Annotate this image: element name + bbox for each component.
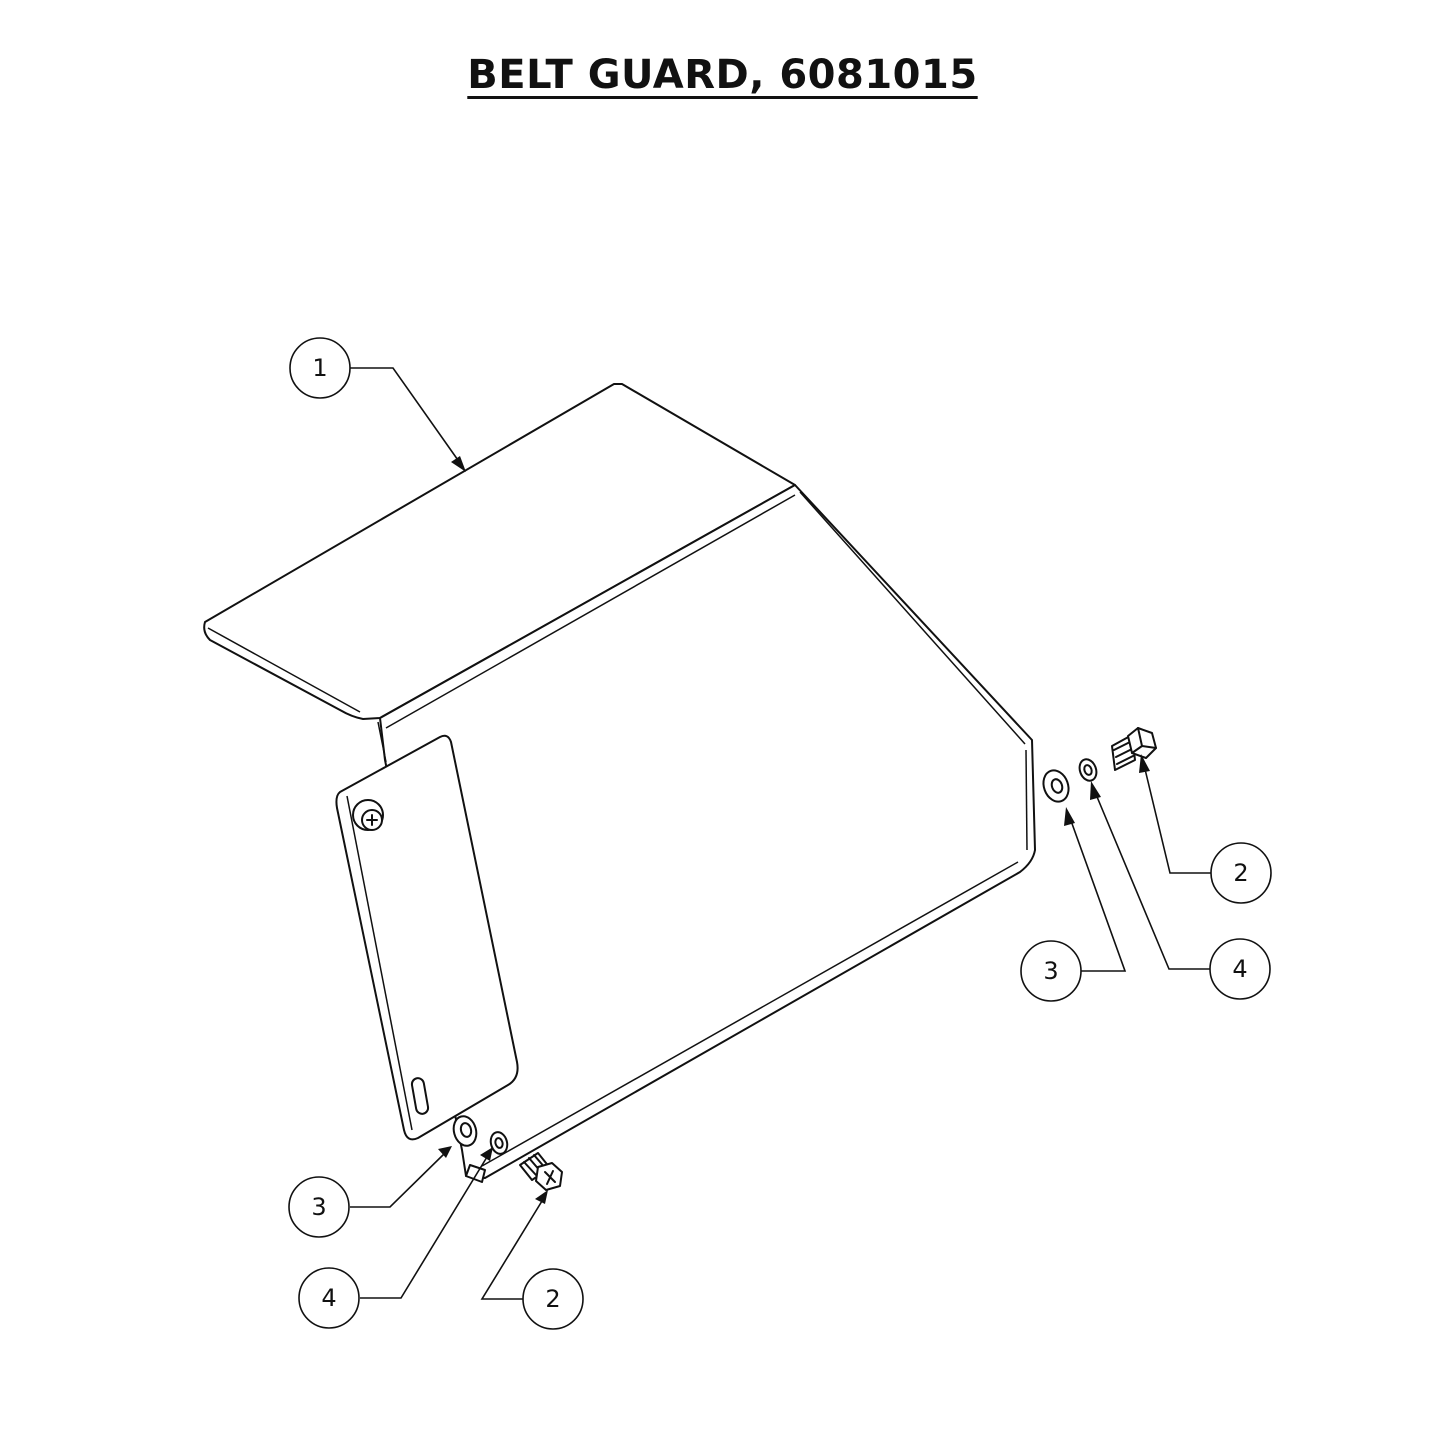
- hex-bolt-bottom-icon: [519, 1152, 563, 1191]
- callout-number: 4: [321, 1284, 336, 1312]
- bottom-hardware: [452, 1115, 563, 1191]
- callout-bubble-4-bottom: 4: [298, 1267, 360, 1329]
- cover-slot: [410, 1077, 430, 1115]
- callout-number: 4: [1232, 955, 1247, 983]
- callout-bubble-4-right: 4: [1209, 938, 1271, 1000]
- flat-washer-right-icon: [1042, 769, 1070, 803]
- callout-bubble-2-bottom: 2: [522, 1268, 584, 1330]
- callout-number: 3: [311, 1193, 326, 1221]
- callout-bubble-1: 1: [289, 337, 351, 399]
- cover-bolt-icon: [352, 799, 384, 831]
- callout-bubble-2-right: 2: [1210, 842, 1272, 904]
- flat-washer-bottom-icon: [452, 1115, 478, 1147]
- callout-number: 2: [1233, 859, 1248, 887]
- access-cover-plate: [335, 734, 519, 1141]
- hex-bolt-right-icon: [1111, 727, 1157, 771]
- page-title-text: BELT GUARD, 6081015: [467, 52, 978, 98]
- page-title: BELT GUARD, 6081015: [0, 52, 1445, 98]
- lock-washer-bottom-icon: [489, 1131, 509, 1155]
- guard-top-flange: [203, 383, 796, 720]
- right-hardware: [1042, 727, 1157, 803]
- callout-bubble-3-right: 3: [1020, 940, 1082, 1002]
- callout-bubble-3-bottom: 3: [288, 1176, 350, 1238]
- leader-lines: [350, 367, 1211, 1300]
- belt-guard-body: [203, 383, 1036, 1183]
- callout-number: 1: [312, 354, 327, 382]
- callout-number: 2: [545, 1285, 560, 1313]
- callout-number: 3: [1043, 957, 1058, 985]
- lock-washer-right-icon: [1078, 758, 1098, 782]
